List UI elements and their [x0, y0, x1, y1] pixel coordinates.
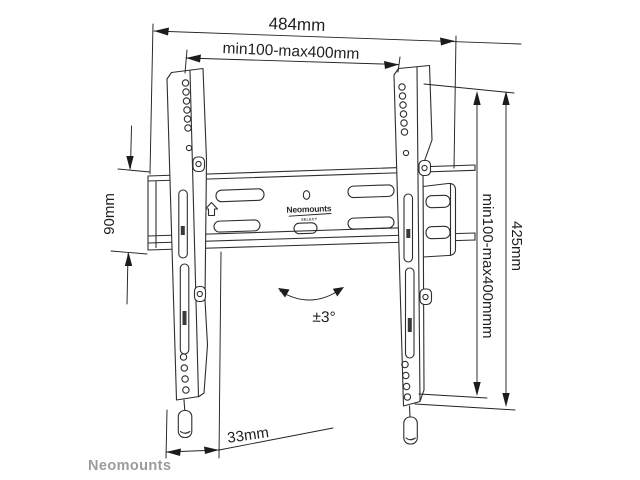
tilt-range-label: ±3° [312, 309, 336, 327]
up-arrow-icon [204, 201, 219, 217]
right-bracket-slot [404, 267, 415, 359]
left-bracket-slot [178, 189, 188, 259]
right-release-strap [403, 405, 418, 445]
right-bracket [393, 64, 433, 445]
rail-logo: Neomounts SELECT [286, 203, 332, 222]
tilt-annotation: ±3° [278, 287, 344, 326]
left-bracket [166, 67, 209, 439]
rail-slot [215, 188, 265, 203]
dim-bottom-offset-label: 33mm [226, 424, 270, 447]
dim-overall-width: 484mm [149, 14, 522, 175]
rail-oval-hole [293, 222, 318, 235]
right-bracket-bottom-holes [401, 360, 412, 401]
dim-rail-height-label: 90mm [101, 193, 118, 235]
dim-horizontal-vesa-label: min100-max400mm [222, 40, 360, 63]
dim-vertical-vesa-label: min100-max400mmm [479, 193, 496, 338]
left-bracket-top-holes [181, 79, 193, 152]
right-bracket-slot [403, 193, 414, 263]
rail-logo-text: Neomounts [286, 203, 332, 215]
left-bracket-top-hook [192, 156, 206, 173]
rail-right-block [422, 182, 457, 258]
dim-rail-height: 90mm [101, 125, 151, 305]
dim-bracket-height: 425mm [414, 83, 525, 411]
dim-vertical-vesa: min100-max400mmm [418, 91, 496, 399]
dim-bottom-offset: 33mm [165, 251, 334, 459]
rail-slot [213, 219, 261, 233]
rail-slot [347, 184, 395, 199]
right-bracket-bottom-hook [419, 288, 433, 306]
dim-overall-width-label: 484mm [268, 14, 325, 35]
tilt-arrow-icon [279, 288, 342, 301]
right-bracket-top-hook [418, 159, 432, 177]
wall-rail: Neomounts SELECT [147, 164, 476, 258]
right-bracket-top-holes [398, 83, 410, 157]
left-bracket-bottom-hook [193, 285, 207, 303]
brand-watermark: Neomounts [88, 458, 171, 474]
left-release-strap [177, 399, 193, 439]
left-bracket-bottom-holes [179, 353, 190, 394]
rail-slot [347, 216, 395, 230]
dim-horizontal-vesa: min100-max400mm [184, 40, 401, 74]
rail-hole [302, 190, 311, 200]
dim-bracket-height-label: 425mm [508, 221, 525, 271]
rail-logo-subtext: SELECT [301, 217, 318, 222]
